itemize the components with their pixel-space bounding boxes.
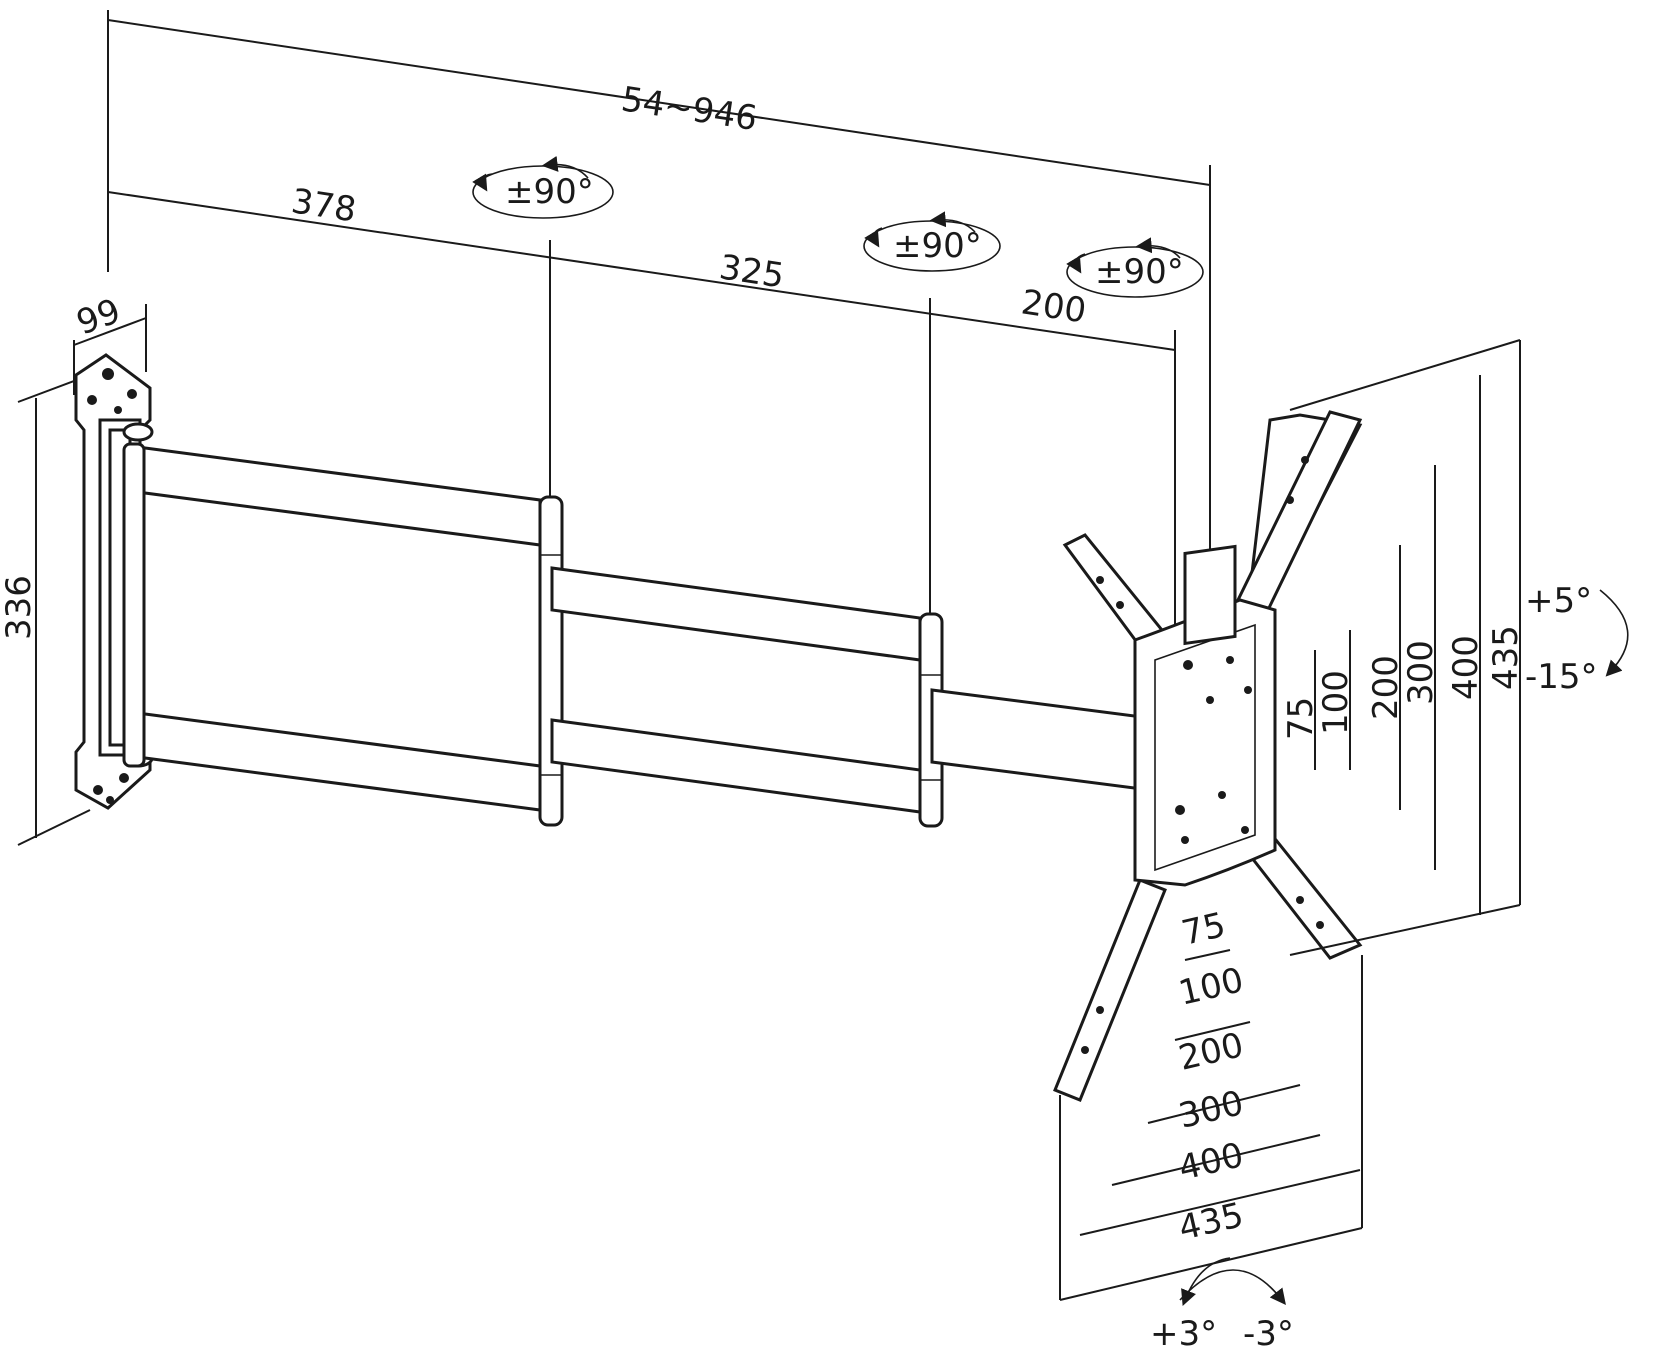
swivel-label-1: ±90° <box>505 172 594 212</box>
wall-plate-depth-label: 99 <box>71 291 125 343</box>
vesa-v-200: 200 <box>1366 655 1406 720</box>
vesa-h-300: 300 <box>1175 1083 1247 1137</box>
tilt-rotation-arrows <box>1179 589 1629 1306</box>
arm-segment-1-label: 378 <box>289 181 359 230</box>
swivel-label-3: ±90° <box>1095 252 1184 292</box>
tilt-down-label: -15° <box>1525 657 1598 697</box>
arm-segment-2-label: 325 <box>717 247 787 296</box>
vesa-h-400: 400 <box>1175 1135 1247 1189</box>
vesa-horizontal-dims <box>1059 949 1363 1301</box>
arm-section-3 <box>930 688 1152 792</box>
vesa-vertical-dims <box>1289 339 1521 956</box>
tilt-up-label: +5° <box>1525 581 1592 621</box>
arm-section-2 <box>550 566 944 828</box>
wall-plate-height-label: 336 <box>0 575 39 640</box>
vesa-h-100: 100 <box>1175 960 1247 1014</box>
vesa-h-75: 75 <box>1178 905 1229 954</box>
vesa-v-435: 435 <box>1486 625 1526 690</box>
arm-segment-3-label: 200 <box>1019 282 1089 331</box>
dimension-lines <box>17 10 1211 846</box>
vesa-v-300: 300 <box>1401 640 1441 705</box>
swivel-indicators <box>472 155 1204 298</box>
vesa-v-75: 75 <box>1281 697 1321 740</box>
vesa-v-100: 100 <box>1316 670 1356 735</box>
rotation-left-label: +3° <box>1150 1314 1217 1352</box>
vesa-v-400: 400 <box>1446 635 1486 700</box>
total-reach-label: 54~946 <box>619 79 760 139</box>
vesa-h-435: 435 <box>1175 1195 1247 1249</box>
vesa-bracket <box>1053 410 1363 1102</box>
arm-section-1 <box>122 442 564 827</box>
vesa-h-200: 200 <box>1175 1025 1247 1079</box>
dimension-labels: 54~946 378 325 200 99 336 ±90° ±90° ±90°… <box>0 79 1598 1352</box>
swivel-label-2: ±90° <box>893 226 982 266</box>
rotation-right-label: -3° <box>1243 1314 1294 1352</box>
